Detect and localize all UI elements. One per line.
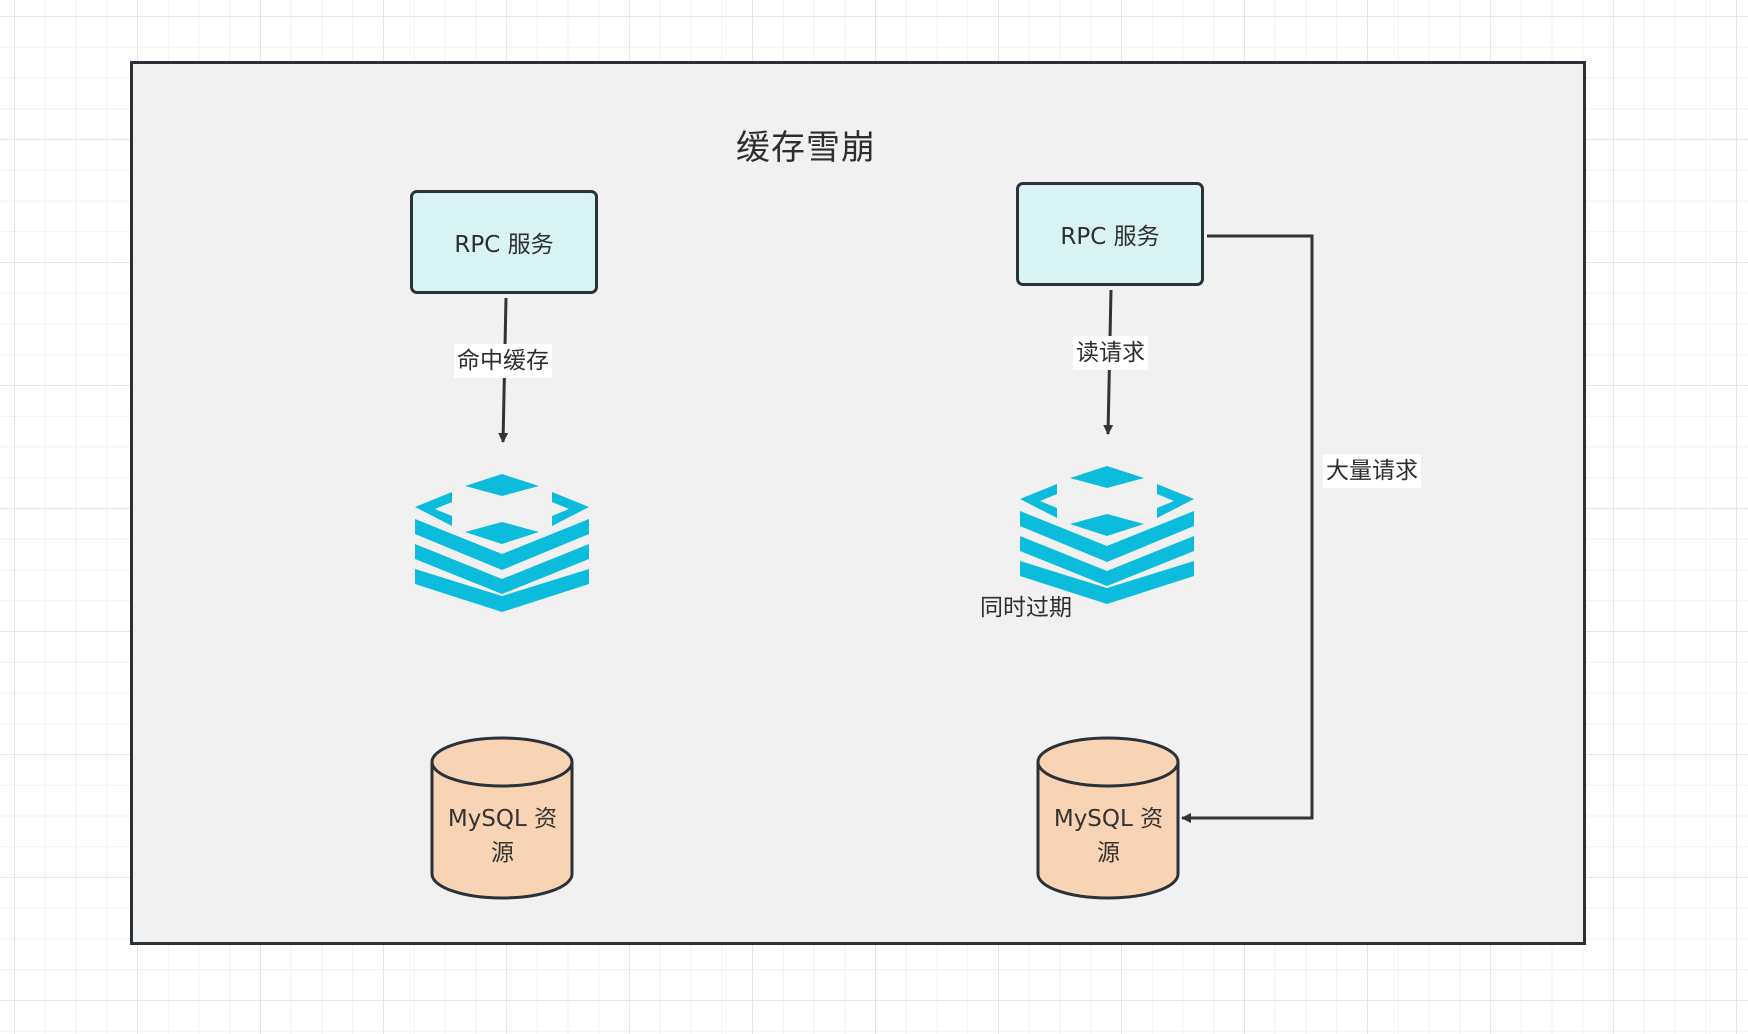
left-rpc-service-label: RPC 服务 (454, 232, 554, 258)
left-rpc-service-node[interactable]: RPC 服务 (410, 190, 598, 294)
left-mysql-label: MySQL 资 源 (432, 802, 573, 870)
diagram-frame (130, 61, 1586, 945)
simultaneous-expiry-label: 同时过期 (980, 595, 1072, 621)
diagram-title: 缓存雪崩 (736, 128, 876, 168)
right-mysql-label-line2: 源 (1097, 840, 1120, 866)
left-mysql-label-line2: 源 (491, 840, 514, 866)
left-mysql-cylinder[interactable] (430, 736, 574, 900)
right-mysql-label: MySQL 资 源 (1038, 802, 1179, 870)
right-bulk-request-edge[interactable] (1181, 234, 1314, 823)
right-mysql-label-line1: MySQL 资 (1053, 806, 1164, 832)
right-edge-label: 读请求 (1073, 336, 1148, 370)
right-redis-cache-icon (1020, 466, 1194, 604)
left-mysql-label-line1: MySQL 资 (447, 806, 558, 832)
right-mysql-cylinder[interactable] (1036, 736, 1180, 900)
right-rpc-service-label: RPC 服务 (1060, 224, 1160, 250)
left-edge-label: 命中缓存 (454, 344, 552, 378)
left-redis-cache-icon (415, 474, 589, 612)
right-rpc-service-node[interactable]: RPC 服务 (1016, 182, 1204, 286)
bulk-request-label: 大量请求 (1323, 454, 1421, 488)
